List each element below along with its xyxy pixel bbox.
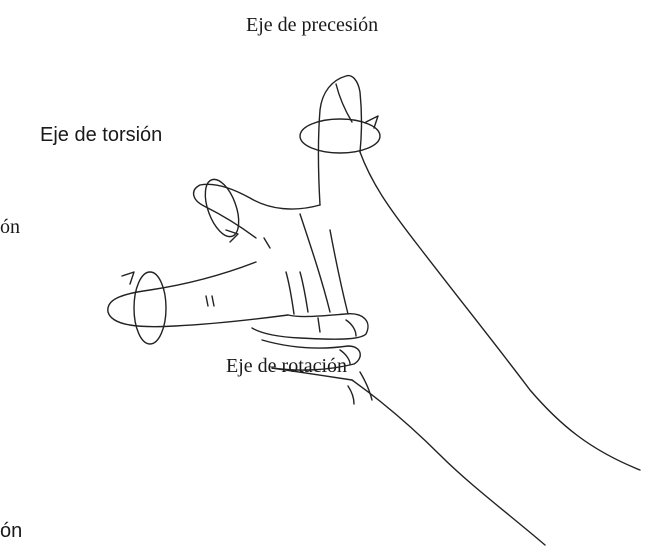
little-finger-nail [340,350,350,364]
index-finger-outline [194,184,320,238]
middle-joint-mark [206,296,208,306]
palm-line [330,230,348,314]
thumb-nail [336,84,352,122]
palm-line [300,272,308,312]
middle-joint-mark [212,296,214,306]
index-joint-mark [264,238,270,248]
palm-crease [348,386,354,404]
rotation-axis-arrow [122,272,134,284]
palm-crease [360,372,372,400]
rotation-axis-ring [134,272,166,344]
ring-finger-nail [346,320,356,336]
hand-back-outline [360,152,640,470]
ring-finger-knuckle [318,318,320,332]
palm-line [286,272,294,314]
palm-line [300,214,330,312]
precession-axis-ring [300,119,380,153]
wrist-lower-outline [352,380,545,545]
